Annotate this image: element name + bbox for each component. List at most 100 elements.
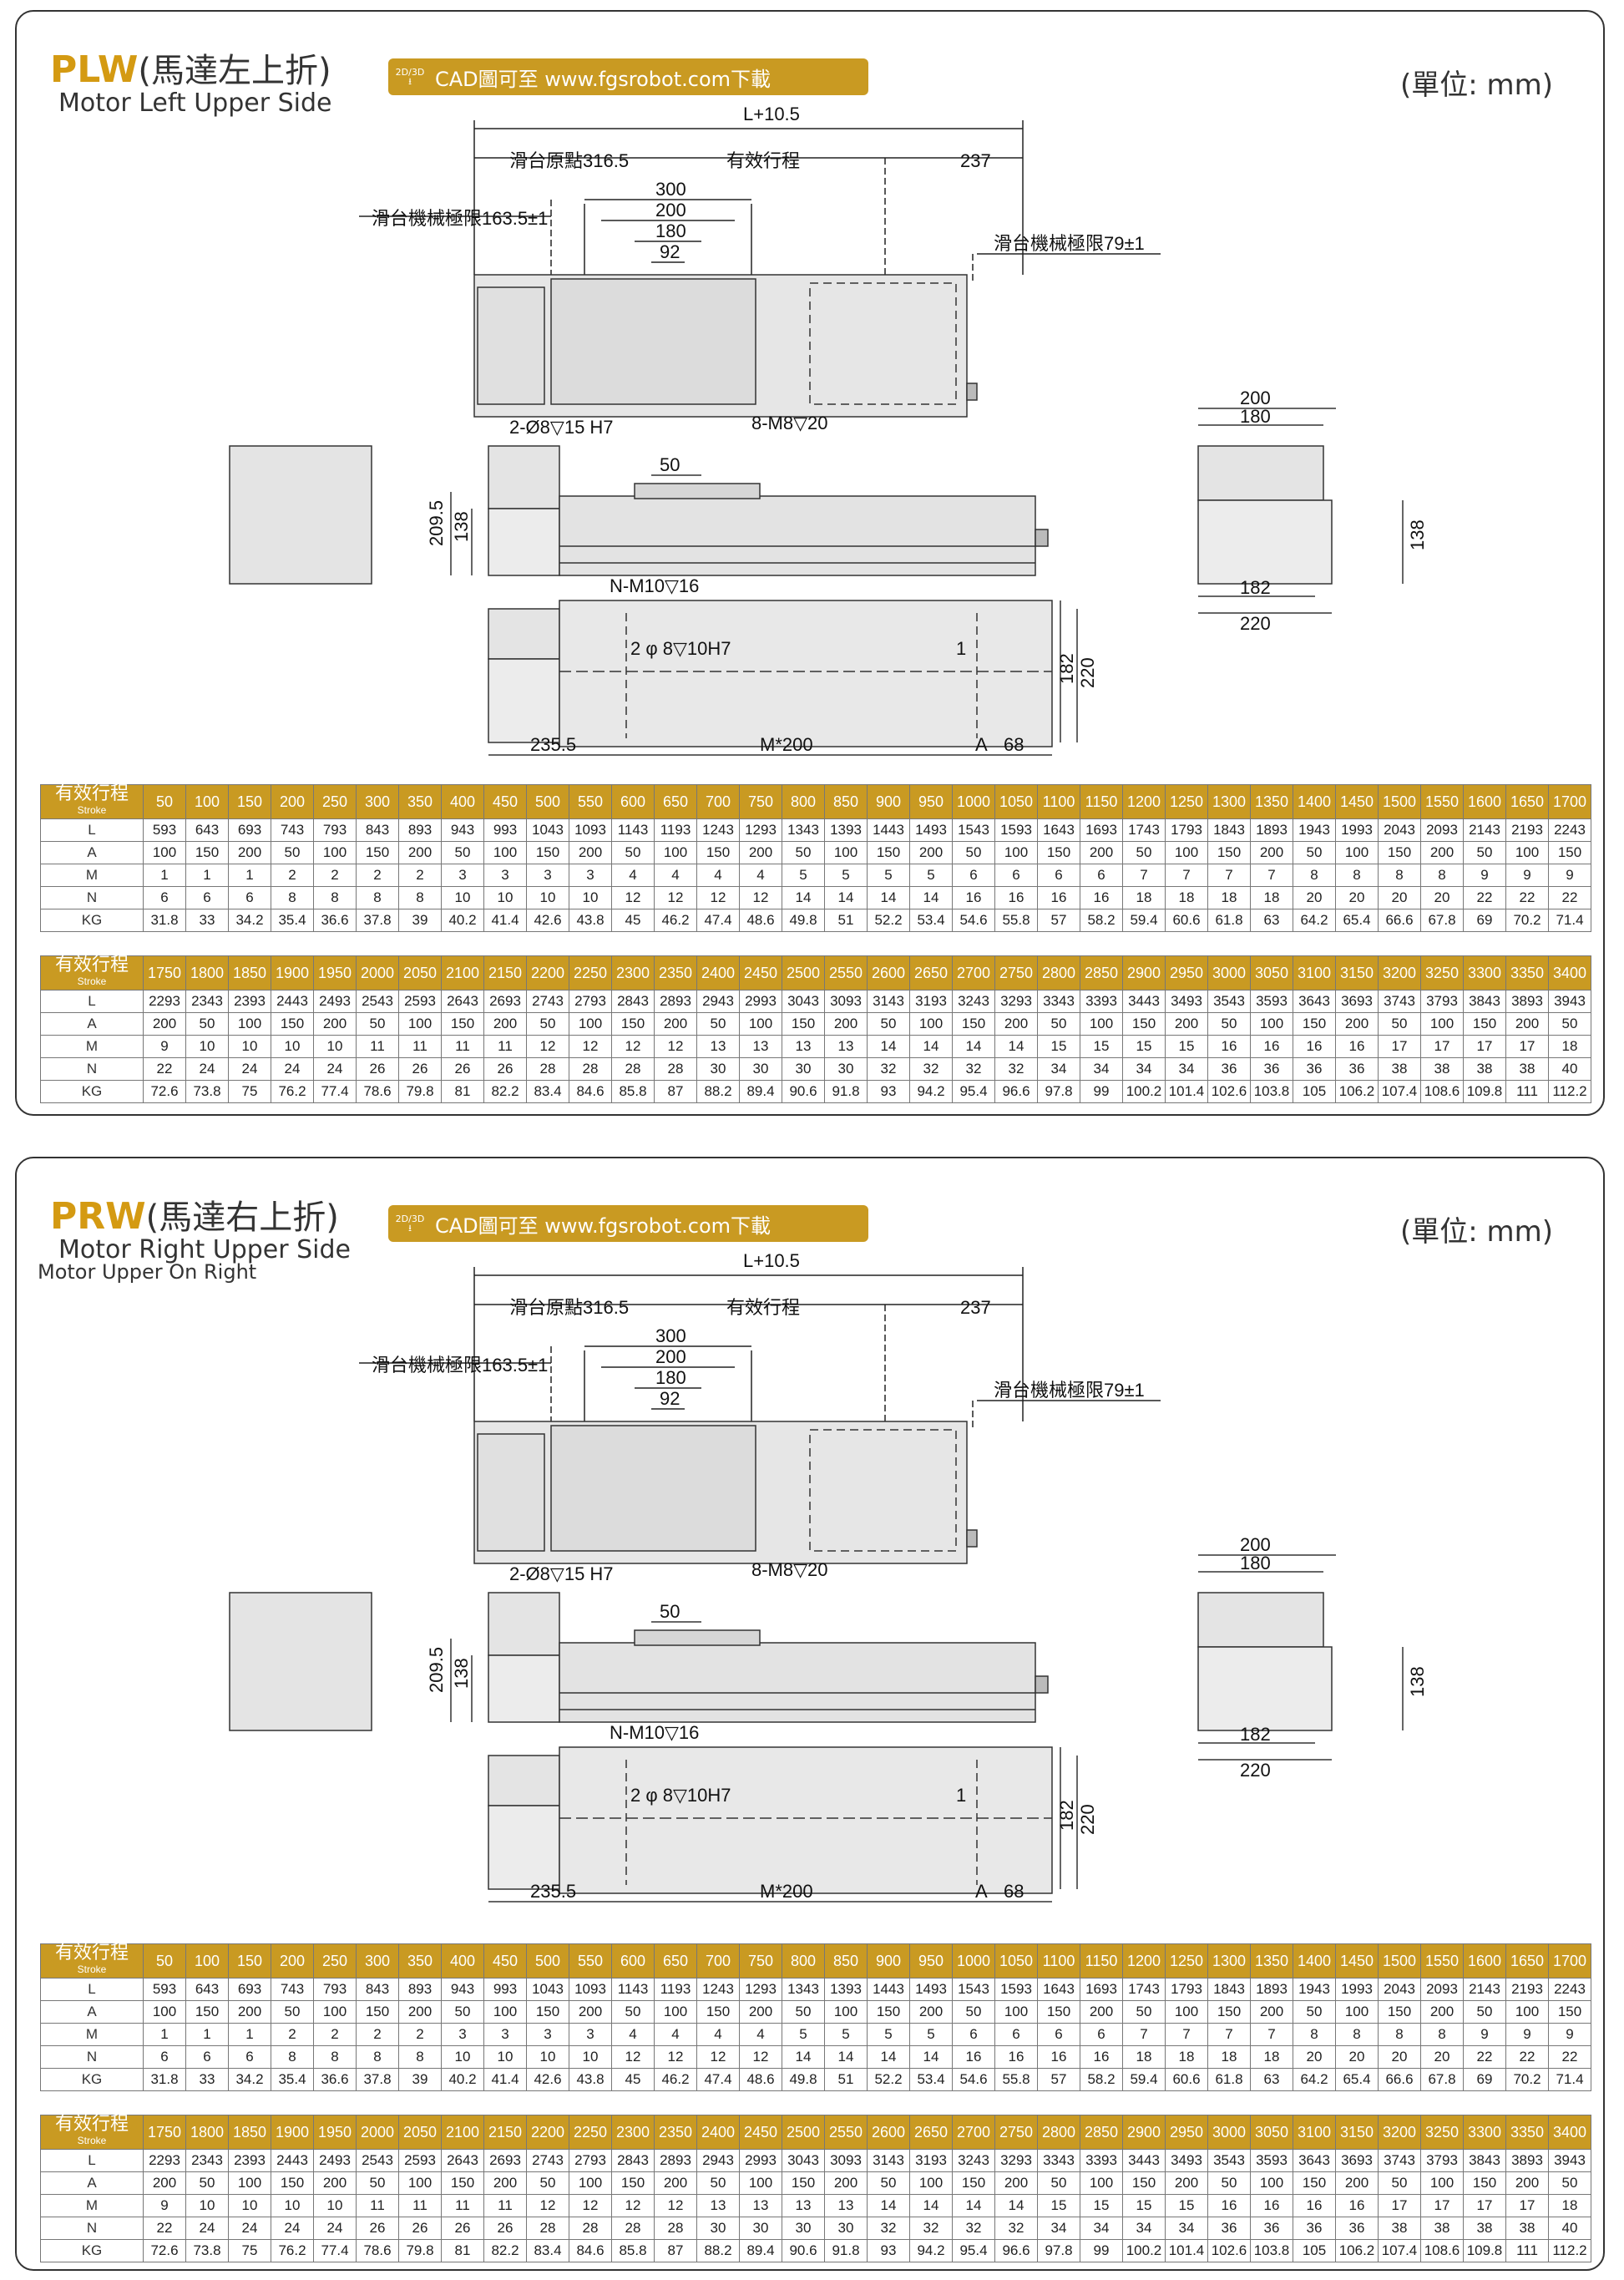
table-cell: 26: [356, 1057, 399, 1081]
table-cell: 1: [143, 864, 186, 887]
stroke-header-cell: 750: [739, 1943, 782, 1979]
table-cell: 200: [1250, 2000, 1293, 2024]
table-cell: 17: [1420, 2194, 1464, 2217]
table-cell: 30: [824, 2217, 868, 2240]
table-cell: 20: [1378, 886, 1421, 909]
bottom-view: [488, 600, 1078, 756]
table-cell: 2: [356, 864, 399, 887]
table-cell: 200: [1505, 1012, 1549, 1036]
table-cell: 100: [1335, 841, 1379, 864]
table-cell: 24: [313, 2217, 357, 2240]
table-cell: 17: [1505, 1035, 1549, 1058]
table-cell: 105: [1293, 1080, 1336, 1103]
table-cell: 50: [441, 2000, 484, 2024]
table-cell: 1493: [909, 818, 953, 842]
table-cell: 89.4: [739, 1080, 782, 1103]
stroke-header-zh: 有效行程: [54, 2113, 129, 2134]
table-cell: 50: [1463, 2000, 1506, 2024]
table-cell: 2643: [441, 990, 484, 1013]
table-cell: 36.6: [313, 2068, 357, 2091]
table-cell: 38: [1420, 2217, 1464, 2240]
table-cell: 53.4: [909, 2068, 953, 2091]
cad-download-badge[interactable]: 2D/3D⭳ CAD圖可至 www.fgsrobot.com下載: [388, 58, 868, 95]
table-cell: 7: [1207, 2023, 1251, 2046]
table-cell: 100: [1165, 2000, 1208, 2024]
stroke-header-cell: 1150: [1080, 1943, 1123, 1979]
table-cell: 12: [739, 886, 782, 909]
table-cell: 8: [1420, 2023, 1464, 2046]
dim-total: L+10.5: [743, 104, 800, 124]
table-cell: 1143: [611, 1978, 655, 2001]
model-subtitle-2: Motor Upper On Right: [38, 1260, 257, 1284]
table-cell: 31.8: [143, 2068, 186, 2091]
table-cell: 3843: [1463, 2149, 1506, 2172]
dim-138-side: 138: [451, 1658, 472, 1689]
table-cell: 3: [483, 864, 527, 887]
stroke-header-cell: 650: [654, 784, 697, 819]
table-cell: 6: [228, 2045, 271, 2069]
stroke-header-cell: 1600: [1463, 784, 1506, 819]
table-cell: 16: [1037, 886, 1080, 909]
table-cell: 10: [185, 2194, 229, 2217]
table-cell: 2793: [569, 990, 612, 1013]
stroke-header-cell: 450: [483, 784, 527, 819]
stroke-header-cell: 400: [441, 784, 484, 819]
table-cell: 18: [1122, 886, 1166, 909]
table-cell: 1643: [1037, 1978, 1080, 2001]
table-cell: 53.4: [909, 909, 953, 932]
table-cell: 9: [1548, 864, 1591, 887]
table-cell: 150: [1463, 2171, 1506, 2195]
stroke-header-cell: 1550: [1420, 1943, 1464, 1979]
table-cell: 3: [441, 2023, 484, 2046]
table-cell: 83.4: [526, 2239, 569, 2262]
table-cell: 3593: [1250, 990, 1293, 1013]
table-cell: 100: [398, 2171, 442, 2195]
table-cell: 32: [952, 2217, 995, 2240]
table-cell: 5: [867, 2023, 910, 2046]
table-cell: 36: [1207, 2217, 1251, 2240]
table-cell: 2693: [483, 990, 527, 1013]
stroke-header-cell: 1050: [994, 784, 1038, 819]
table-cell: 13: [824, 2194, 868, 2217]
stroke-header-cell: 3000: [1207, 2115, 1251, 2150]
table-cell: 50: [356, 1012, 399, 1036]
dim-one: 1: [956, 1785, 966, 1806]
stroke-header-cell: 1700: [1548, 1943, 1591, 1979]
dim-209: 209.5: [426, 1647, 447, 1693]
table-cell: 18: [1548, 1035, 1591, 1058]
table-cell: 993: [483, 1978, 527, 2001]
table-cell: 6: [185, 886, 229, 909]
table-cell: 12: [569, 2194, 612, 2217]
table-cell: 112.2: [1548, 2239, 1591, 2262]
table-cell: 150: [1207, 2000, 1251, 2024]
table-cell: 88.2: [696, 2239, 740, 2262]
table-cell: 11: [441, 1035, 484, 1058]
table-cell: 7: [1165, 2023, 1208, 2046]
model-title-zh: (馬達左上折): [138, 52, 331, 90]
stroke-header-zh: 有效行程: [54, 954, 129, 975]
row-label: A: [40, 2171, 144, 2195]
table-cell: 12: [654, 886, 697, 909]
cad-download-badge[interactable]: 2D/3D⭳ CAD圖可至 www.fgsrobot.com下載: [388, 1205, 868, 1242]
table-cell: 16: [1037, 2045, 1080, 2069]
table-cell: 22: [143, 1057, 186, 1081]
stroke-header-cell: 1300: [1207, 1943, 1251, 1979]
stroke-header-cell: 3400: [1548, 2115, 1591, 2150]
table-cell: 13: [782, 2194, 825, 2217]
table-cell: 6: [1037, 864, 1080, 887]
table-cell: 3643: [1293, 990, 1336, 1013]
table-cell: 32: [994, 2217, 1038, 2240]
table-cell: 16: [1080, 2045, 1123, 2069]
table-cell: 150: [782, 2171, 825, 2195]
table-cell: 76.2: [271, 2239, 314, 2262]
table-cell: 42.6: [526, 909, 569, 932]
table-cell: 643: [185, 1978, 229, 2001]
table-cell: 18: [1207, 2045, 1251, 2069]
dim-a: A: [975, 734, 988, 755]
stroke-header-cell: 2200: [526, 955, 569, 991]
table-cell: 4: [696, 2023, 740, 2046]
table-cell: 26: [441, 2217, 484, 2240]
table-cell: 39: [398, 909, 442, 932]
